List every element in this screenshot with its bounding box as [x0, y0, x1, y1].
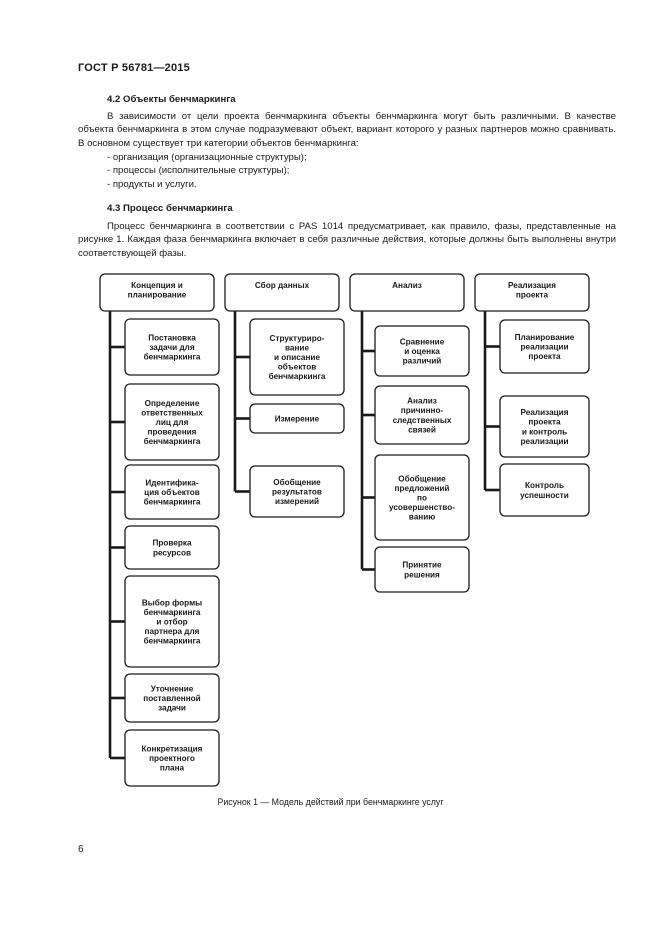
phase-box-text: проекта [516, 291, 549, 300]
step-box [499, 395, 590, 458]
step-box-text: следственных [393, 416, 452, 425]
section-4-3-paragraph: Процесс бенчмаркинга в соответствии с PA… [78, 220, 616, 260]
step-box-text: Проверка [152, 539, 191, 548]
step-box-text: бенчмаркинга [144, 436, 201, 446]
step-box-text: плана [160, 764, 185, 773]
step-box-text: решения [404, 570, 440, 579]
step-box-text: Сравнение [400, 337, 445, 346]
step-box [124, 525, 220, 570]
list-item: - продукты и услуги. [107, 178, 197, 190]
step-box-text: причинно- [401, 406, 444, 415]
step-box-text: ответственных [141, 408, 203, 417]
step-box-text: результатов [272, 488, 322, 497]
step-box-text: Принятие [402, 561, 442, 570]
phase-box-text: Анализ [392, 281, 422, 290]
phase-box [474, 273, 590, 312]
step-box-text: и описание [274, 353, 320, 362]
step-box-text: поставленной [143, 694, 200, 703]
step-box-text: Обобщение [398, 473, 446, 483]
list-item: - процессы (исполнительные структуры); [107, 165, 290, 177]
step-box [124, 673, 220, 723]
step-box-text: задачи для [149, 343, 195, 352]
phase-box-text: Концепция и [131, 281, 183, 290]
step-box-text: вание [285, 343, 309, 352]
step-box-text: Структуриро- [270, 334, 325, 343]
step-box-text: лиц для [156, 418, 189, 427]
figure-caption: Рисунок 1 — Модель действий при бенчмарк… [217, 797, 444, 807]
list-item: - организация (организационные структуры… [107, 152, 307, 163]
step-box-text: объектов [278, 362, 317, 372]
step-box-text: Определение [145, 399, 200, 408]
step-box-text: проведения [148, 428, 197, 437]
phase-box-text: Сбор данных [255, 280, 310, 290]
step-box-text: успешности [520, 491, 569, 500]
step-box [249, 318, 345, 396]
step-box [249, 465, 345, 518]
phase-box-text: планирование [128, 291, 187, 300]
step-box-text: Анализ [407, 397, 437, 406]
step-box [374, 454, 470, 541]
step-box-text: партнера для [145, 627, 200, 636]
step-box [124, 464, 220, 520]
step-box-text: проекта [528, 352, 561, 361]
step-box-text: бенчмаркинга [269, 371, 326, 381]
step-box-text: Контроль [525, 481, 564, 490]
step-box-text: и контроль [522, 427, 567, 436]
step-box [374, 546, 470, 593]
section-4-3-title: 4.3 Процесс бенчмаркинга [107, 203, 233, 214]
phase-box [224, 273, 340, 312]
document-code-header: ГОСТ Р 56781—2015 [78, 62, 190, 74]
step-box-text: предложений [395, 484, 450, 493]
step-box [499, 463, 590, 517]
step-box [374, 325, 470, 377]
phase-box [99, 273, 215, 312]
phase-box [349, 273, 465, 312]
step-box-text: ресурсов [153, 548, 191, 557]
page-number: 6 [78, 844, 84, 855]
step-box-text: бенчмаркинга [144, 497, 201, 507]
section-4-3-text: Процесс бенчмаркинга в соответствии с PA… [78, 221, 616, 259]
step-box-text: Планирование [515, 333, 575, 342]
step-box-text: реализации [521, 343, 569, 352]
step-box [124, 575, 220, 668]
step-box-text: Идентифика- [145, 478, 198, 487]
step-box-text: и отбор [156, 617, 187, 627]
step-box [124, 318, 220, 376]
step-box-text: Конкретизация [142, 744, 203, 753]
objects-list: - организация (организационные структуры… [107, 151, 307, 191]
step-box-text: проекта [528, 418, 561, 427]
step-box-text: различий [403, 357, 442, 366]
section-4-2-text: В зависимости от цели проекта бенчмаркин… [78, 111, 616, 149]
section-4-2-paragraph: В зависимости от цели проекта бенчмаркин… [78, 110, 616, 150]
step-box-text: измерений [275, 497, 319, 506]
step-box-text: Постановка [148, 333, 196, 342]
step-box [499, 319, 590, 374]
step-box [249, 403, 345, 434]
step-box [374, 385, 470, 445]
step-box-text: бенчмаркинга [144, 636, 201, 646]
step-box-text: усовершенство- [389, 503, 455, 512]
section-4-2-title: 4.2 Объекты бенчмаркинга [107, 94, 236, 105]
step-box-text: проектного [149, 754, 195, 763]
step-box-text: по [417, 494, 427, 503]
step-box-text: ция объектов [144, 487, 200, 497]
step-box-text: задачи [158, 704, 186, 713]
step-box [124, 729, 220, 787]
step-box-text: Измерение [275, 415, 320, 424]
step-box-text: Обобщение [273, 477, 321, 487]
step-box-text: реализации [521, 437, 569, 446]
step-box-text: Выбор формы [142, 597, 202, 607]
step-box-text: бенчмаркинга [144, 352, 201, 362]
step-box-text: и оценка [404, 347, 440, 356]
step-box-text: Реализация [521, 408, 569, 417]
step-box-text: ванию [409, 513, 435, 522]
step-box-text: Уточнение [151, 684, 194, 693]
step-box-text: связей [408, 425, 436, 434]
step-box-text: бенчмаркинга [144, 607, 201, 617]
step-box [124, 383, 220, 461]
phase-box-text: Реализация [508, 281, 556, 290]
